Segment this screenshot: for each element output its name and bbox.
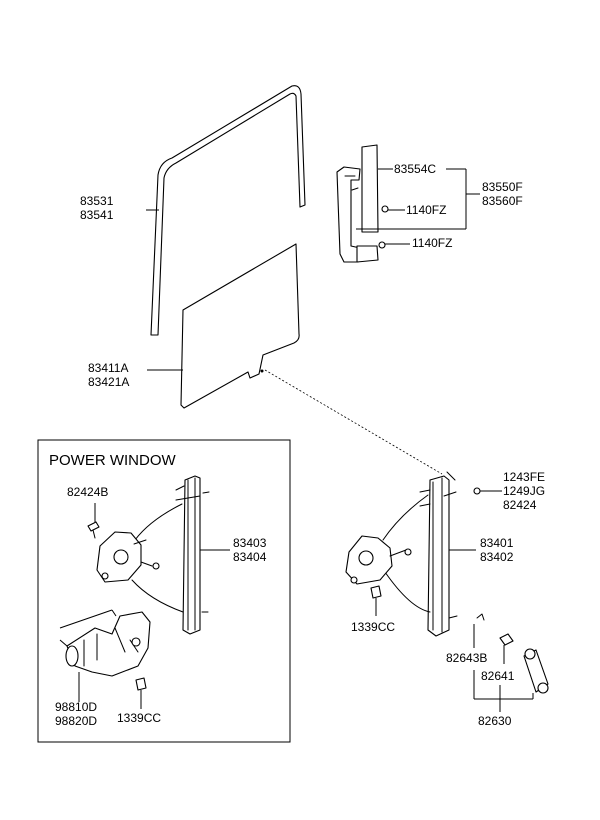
label-handle-assy: 82630 — [478, 714, 512, 728]
label-regulator-2: 83402 — [480, 550, 514, 564]
label-motor-2: 98820D — [55, 714, 97, 728]
pw-bolt — [87, 521, 100, 539]
clip — [476, 613, 485, 621]
run-channel — [150, 85, 306, 336]
power-window-title: POWER WINDOW — [49, 452, 176, 469]
channel-bracket — [336, 144, 389, 263]
door-glass — [180, 243, 300, 409]
label-pw-regulator-2: 83404 — [233, 550, 267, 564]
window-handle — [499, 633, 549, 694]
label-motor-1: 98810D — [55, 700, 97, 714]
label-glass-2: 83421A — [88, 375, 129, 389]
label-bolts-3: 82424 — [503, 498, 537, 512]
reg-nut — [370, 585, 382, 599]
label-bolts-2: 1249JG — [503, 484, 545, 498]
power-window-box — [37, 439, 291, 743]
label-bolts-1: 1243FE — [503, 470, 545, 484]
label-run-channel-1: 83531 — [80, 194, 114, 208]
regulator — [345, 471, 458, 637]
label-handle-part: 82641 — [481, 669, 515, 683]
pw-regulator — [96, 475, 210, 635]
label-screw-2: 1140FZ — [412, 236, 452, 250]
motor — [65, 611, 151, 677]
label-clip: 82643B — [446, 651, 487, 665]
label-pw-nut: 1339CC — [117, 711, 161, 725]
label-reg-nut: 1339CC — [351, 620, 395, 634]
label-screw-1: 1140FZ — [406, 203, 446, 217]
label-channel-bracket: 83554C — [394, 162, 436, 176]
label-glass-1: 83411A — [88, 361, 128, 375]
label-run-channel-2: 83541 — [80, 208, 114, 222]
label-channel-assy-1: 83550F — [482, 180, 523, 194]
label-regulator-1: 83401 — [480, 536, 514, 550]
pw-nut — [135, 677, 147, 691]
label-pw-bolt: 82424B — [67, 485, 108, 499]
label-pw-regulator-1: 83403 — [233, 536, 267, 550]
label-channel-assy-2: 83560F — [482, 194, 523, 208]
